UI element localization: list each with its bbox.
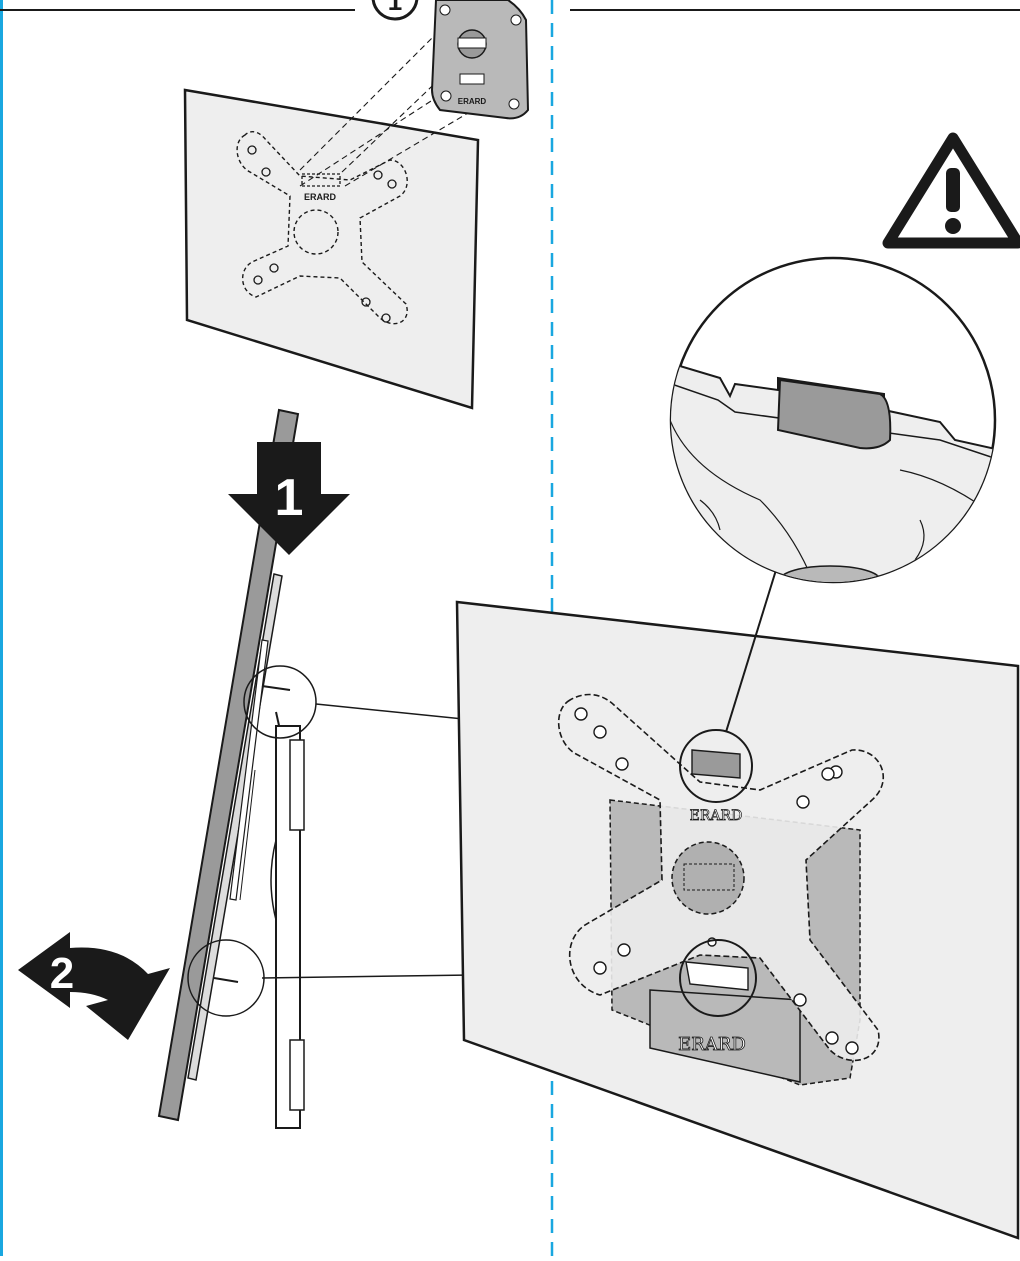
small-wall-panel: ERARD [183,29,491,410]
curved-arrow-icon: 2 [18,932,170,1040]
arrow-down-icon: 1 [228,442,350,555]
upper-plate-detail-circle [679,729,753,803]
upper-hook [261,685,291,731]
arrow-step-1: 1 [275,469,304,527]
lower-hook [213,977,239,983]
magnifier-leader-line [725,569,777,733]
upper-detail-circle [243,665,317,739]
wall-bracket-profile [270,725,305,1129]
zoom-detail-icon [669,256,997,584]
step-circle-number: 1 [388,0,402,16]
arrow-step-2: 2 [50,949,74,998]
lower-plate-detail-circle [679,939,757,1017]
warning-icon [882,132,1020,249]
main-plate-brand: ERARD [690,808,743,824]
main-bracket-brand: ERARD [678,1034,746,1055]
small-mount-plate [236,131,408,325]
small-bracket-brand: ERARD [458,97,487,106]
small-plate-brand: ERARD [304,192,337,202]
tv-side-profile [157,408,300,1122]
step-circle: 1 [371,0,419,21]
main-mount-plate: ERARD [557,693,884,1062]
small-wall-bracket: ERARD [430,0,530,120]
